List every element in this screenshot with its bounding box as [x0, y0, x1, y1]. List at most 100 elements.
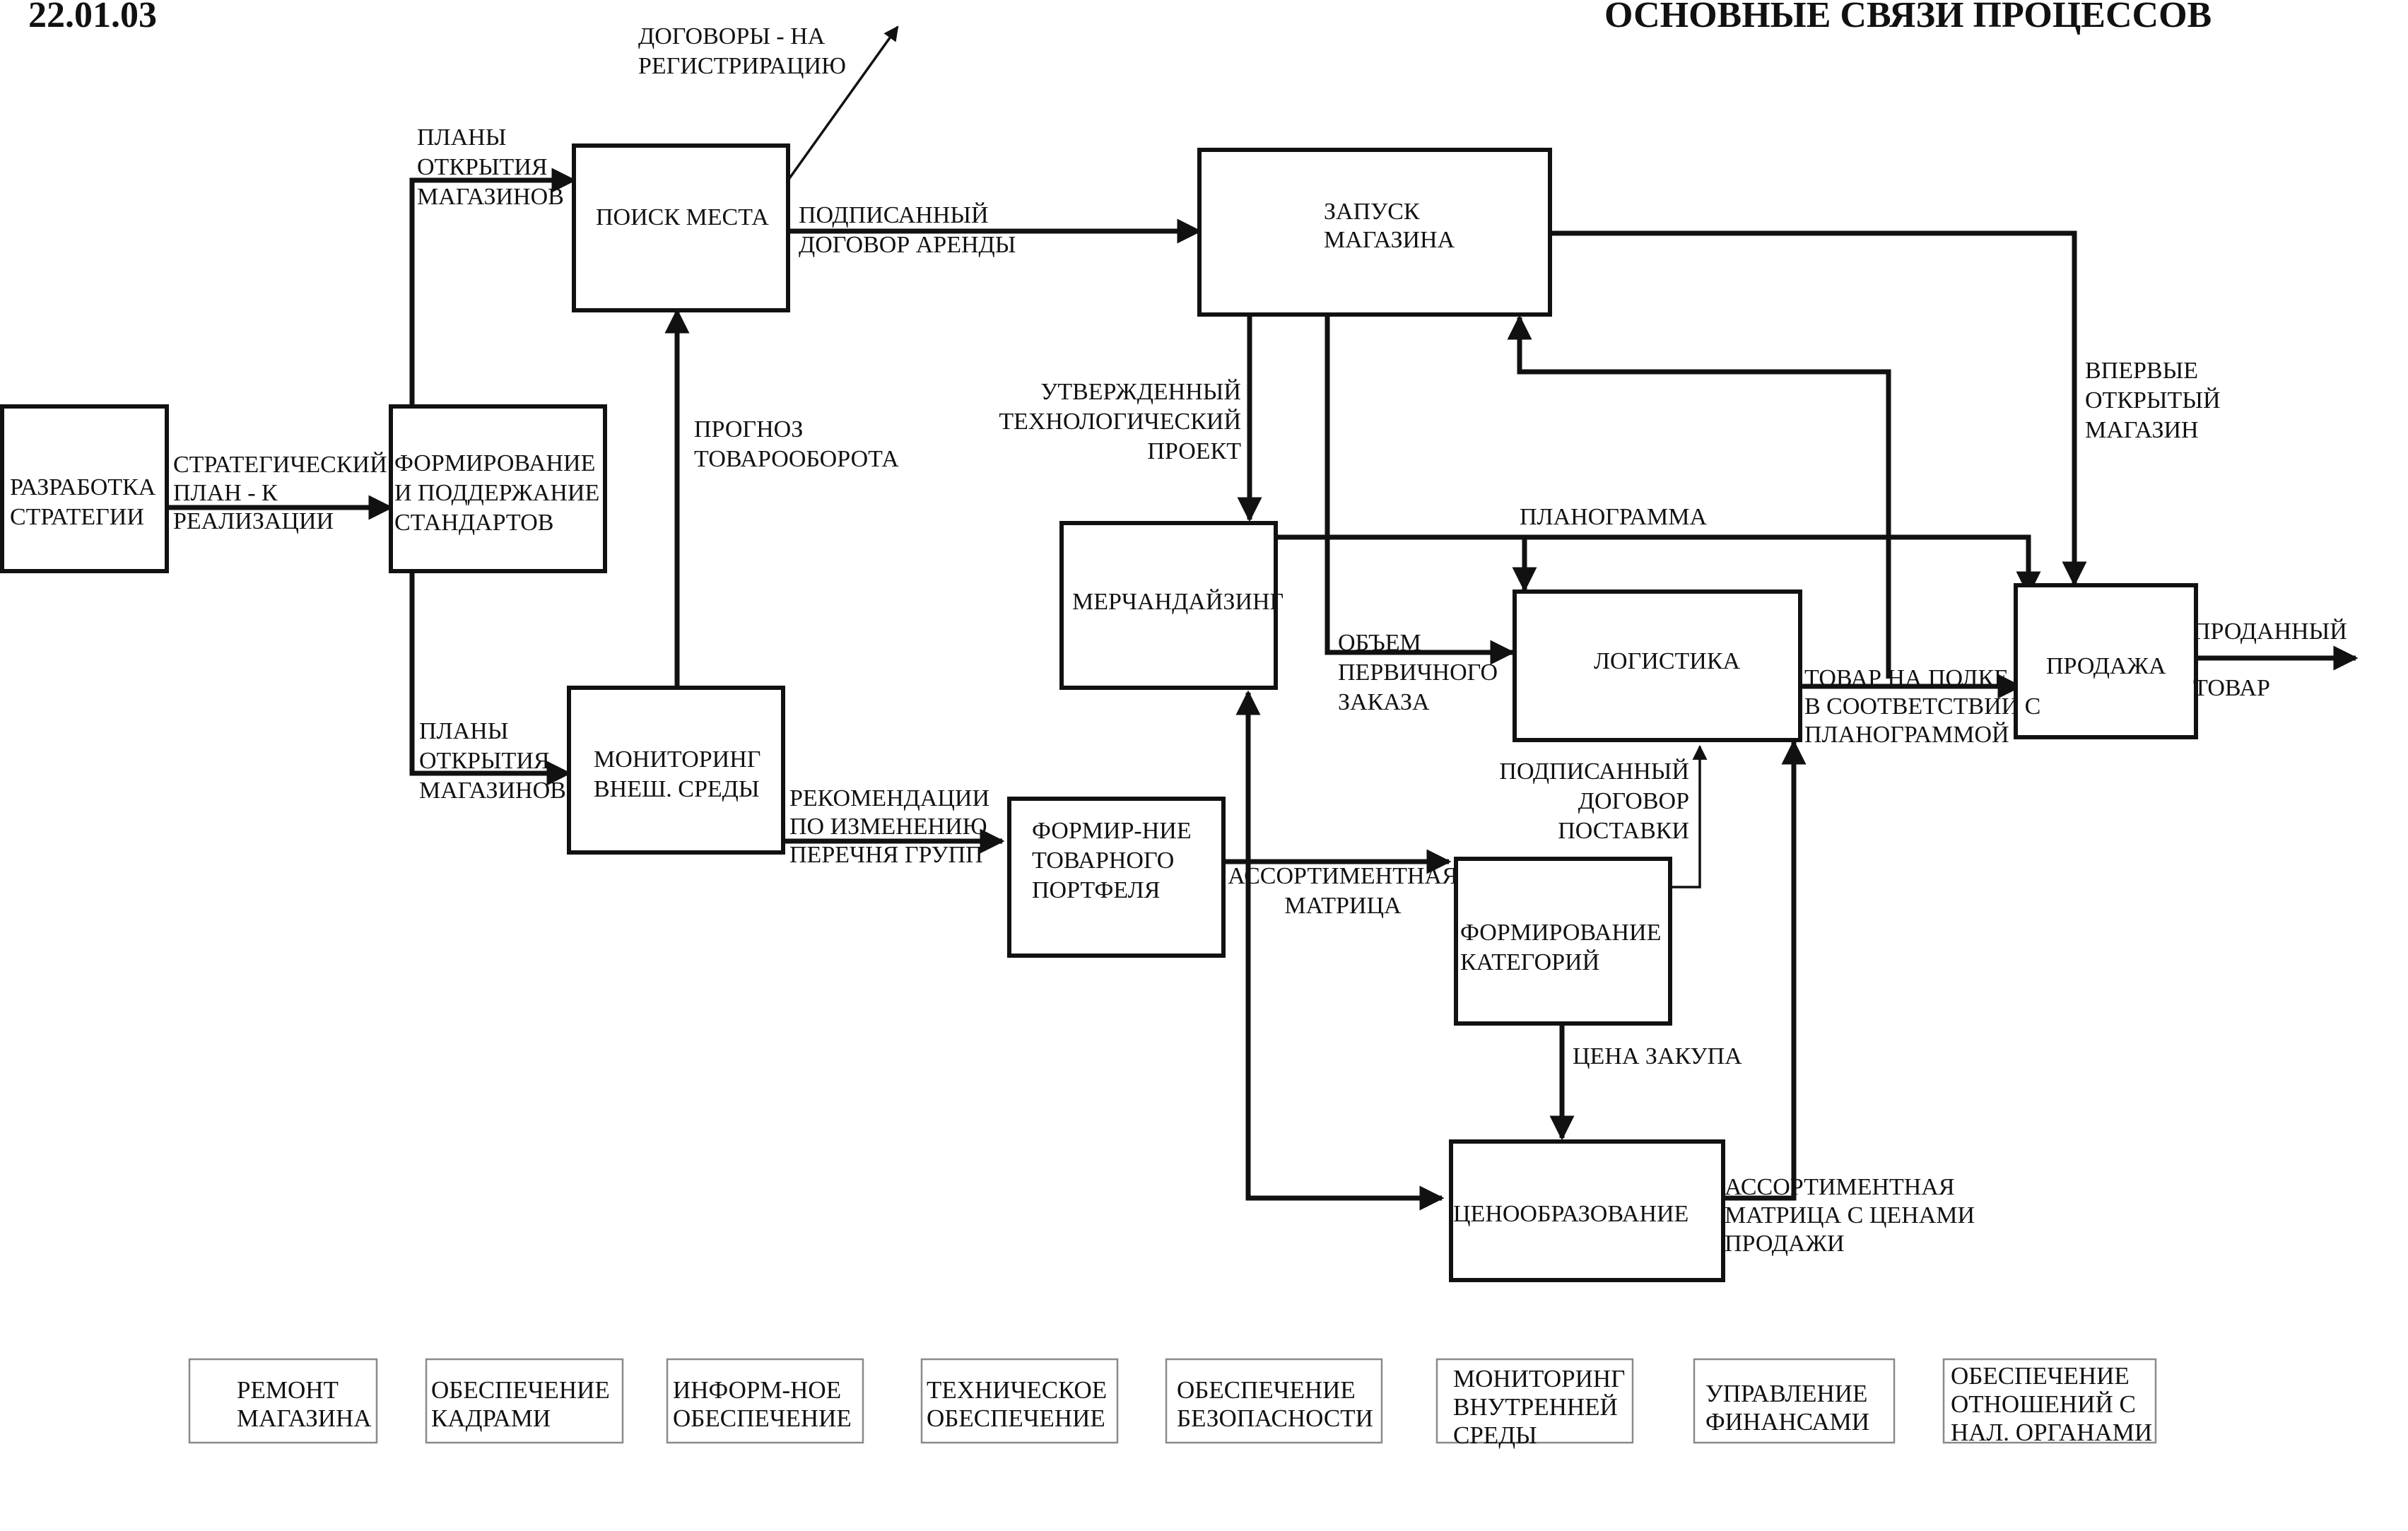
block-logistics-line1: ЛОГИСТИКА — [1594, 648, 1741, 674]
support-security-line2: БЕЗОПАСНОСТИ — [1177, 1404, 1373, 1432]
support-staffing-line1: ОБЕСПЕЧЕНИЕ — [431, 1376, 610, 1404]
block-merchandising-line1: МЕРЧАНДАЙЗИНГ — [1072, 589, 1284, 615]
block-store-launch-line2: МАГАЗИНА — [1324, 227, 1455, 253]
connector-opening-plans-top — [409, 168, 577, 406]
block-site-search[interactable]: ПОИСК МЕСТА — [572, 143, 790, 312]
support-internal-monitoring-line2: ВНУТРЕННЕЙ — [1453, 1393, 1618, 1421]
support-tax-relations-line1: ОБЕСПЕЧЕНИЕ — [1951, 1362, 2130, 1390]
support-repair-line2: МАГАЗИНА — [237, 1404, 372, 1432]
block-env-monitoring-line2: ВНЕШ. СРЕДЫ — [594, 776, 760, 802]
connector-pricing-merchandising — [1235, 690, 1442, 1201]
block-strategy[interactable]: РАЗРАБОТКА СТРАТЕГИИ — [0, 404, 169, 573]
block-merchandising[interactable]: МЕРЧАНДАЙЗИНГ — [1059, 521, 1284, 690]
connectors — [167, 25, 2359, 1211]
connector-contracts-registration — [783, 25, 899, 187]
block-standards-line2: И ПОДДЕРЖАНИЕ — [394, 480, 599, 506]
block-portfolio[interactable]: ФОРМИР-НИЕ ТОВАРНОГО ПОРТФЕЛЯ — [1007, 797, 1226, 958]
label-purchase-price: ЦЕНА ЗАКУПА — [1573, 1043, 1742, 1069]
support-internal-monitoring-line1: МОНИТОРИНГ — [1453, 1365, 1625, 1392]
svg-text:ЛОГИСТИКА: ЛОГИСТИКА — [1594, 648, 1741, 674]
block-categories-line2: КАТЕГОРИЙ — [1460, 949, 1599, 975]
block-portfolio-line2: ТОВАРНОГО — [1032, 847, 1174, 874]
support-finance-line1: УПРАВЛЕНИЕ — [1705, 1380, 1867, 1407]
support-technical-line2: ОБЕСПЕЧЕНИЕ — [927, 1404, 1105, 1432]
support-security-line1: ОБЕСПЕЧЕНИЕ — [1177, 1376, 1356, 1404]
connector-planogram — [1277, 534, 2041, 597]
support-it-line2: ОБЕСПЕЧЕНИЕ — [673, 1404, 852, 1432]
block-strategy-line1: РАЗРАБОТКА — [10, 474, 156, 500]
support-finance-line2: ФИНАНСАМИ — [1705, 1408, 1869, 1436]
block-pricing[interactable]: ЦЕНООБРАЗОВАНИЕ — [1449, 1139, 1725, 1282]
connector-signed-supply — [1666, 744, 1708, 888]
block-site-search-line1: ПОИСК МЕСТА — [596, 204, 769, 230]
block-standards-line3: СТАНДАРТОВ — [394, 510, 553, 536]
svg-text:МЕРЧАНДАЙЗИНГ: МЕРЧАНДАЙЗИНГ — [1072, 589, 1284, 615]
block-portfolio-line3: ПОРТФЕЛЯ — [1032, 877, 1160, 903]
svg-text:ПРОДАЖА: ПРОДАЖА — [2046, 653, 2166, 679]
connector-first-opened — [1550, 230, 2087, 587]
support-it-line1: ИНФОРМ-НОЕ — [673, 1376, 841, 1404]
block-strategy-line2: СТРАТЕГИИ — [10, 504, 144, 530]
block-store-launch-line1: ЗАПУСК — [1324, 199, 1420, 225]
block-sales-line1: ПРОДАЖА — [2046, 653, 2166, 679]
block-standards[interactable]: ФОРМИРОВАНИЕ И ПОДДЕРЖАНИЕ СТАНДАРТОВ — [389, 404, 607, 573]
connector-matrix-with-prices — [1720, 739, 1807, 1201]
block-pricing-line1: ЦЕНООБРАЗОВАНИЕ — [1453, 1201, 1688, 1227]
connector-feedback-launch — [1507, 315, 1891, 679]
support-tax-relations-line2: ОТНОШЕНИЙ С — [1951, 1390, 2136, 1418]
block-logistics[interactable]: ЛОГИСТИКА — [1513, 589, 1802, 742]
block-env-monitoring[interactable]: МОНИТОРИНГ ВНЕШ. СРЕДЫ — [567, 686, 785, 855]
support-internal-monitoring-line3: СРЕДЫ — [1453, 1421, 1537, 1449]
diagram-title: ОСНОВНЫЕ СВЯЗИ ПРОЦЕССОВ — [1604, 0, 2212, 35]
connector-opening-plans-bottom — [409, 571, 572, 786]
block-portfolio-line1: ФОРМИР-НИЕ — [1032, 818, 1192, 844]
support-tax-relations-line3: НАЛ. ОРГАНАМИ — [1951, 1419, 2152, 1446]
document-date: 22.01.03 — [28, 0, 157, 35]
support-repair-line1: РЕМОНТ — [237, 1376, 339, 1404]
label-planogram: ПЛАНОГРАММА — [1520, 504, 1708, 530]
block-sales[interactable]: ПРОДАЖА — [2014, 583, 2198, 739]
support-technical-line1: ТЕХНИЧЕСКОЕ — [927, 1376, 1107, 1404]
block-categories[interactable]: ФОРМИРОВАНИЕ КАТЕГОРИЙ — [1454, 857, 1672, 1026]
block-env-monitoring-line1: МОНИТОРИНГ — [594, 746, 760, 773]
connector-initial-order — [1325, 312, 1515, 665]
support-staffing-line2: КАДРАМИ — [431, 1404, 551, 1432]
block-standards-line1: ФОРМИРОВАНИЕ — [394, 450, 595, 476]
block-categories-line1: ФОРМИРОВАНИЕ — [1460, 920, 1661, 946]
